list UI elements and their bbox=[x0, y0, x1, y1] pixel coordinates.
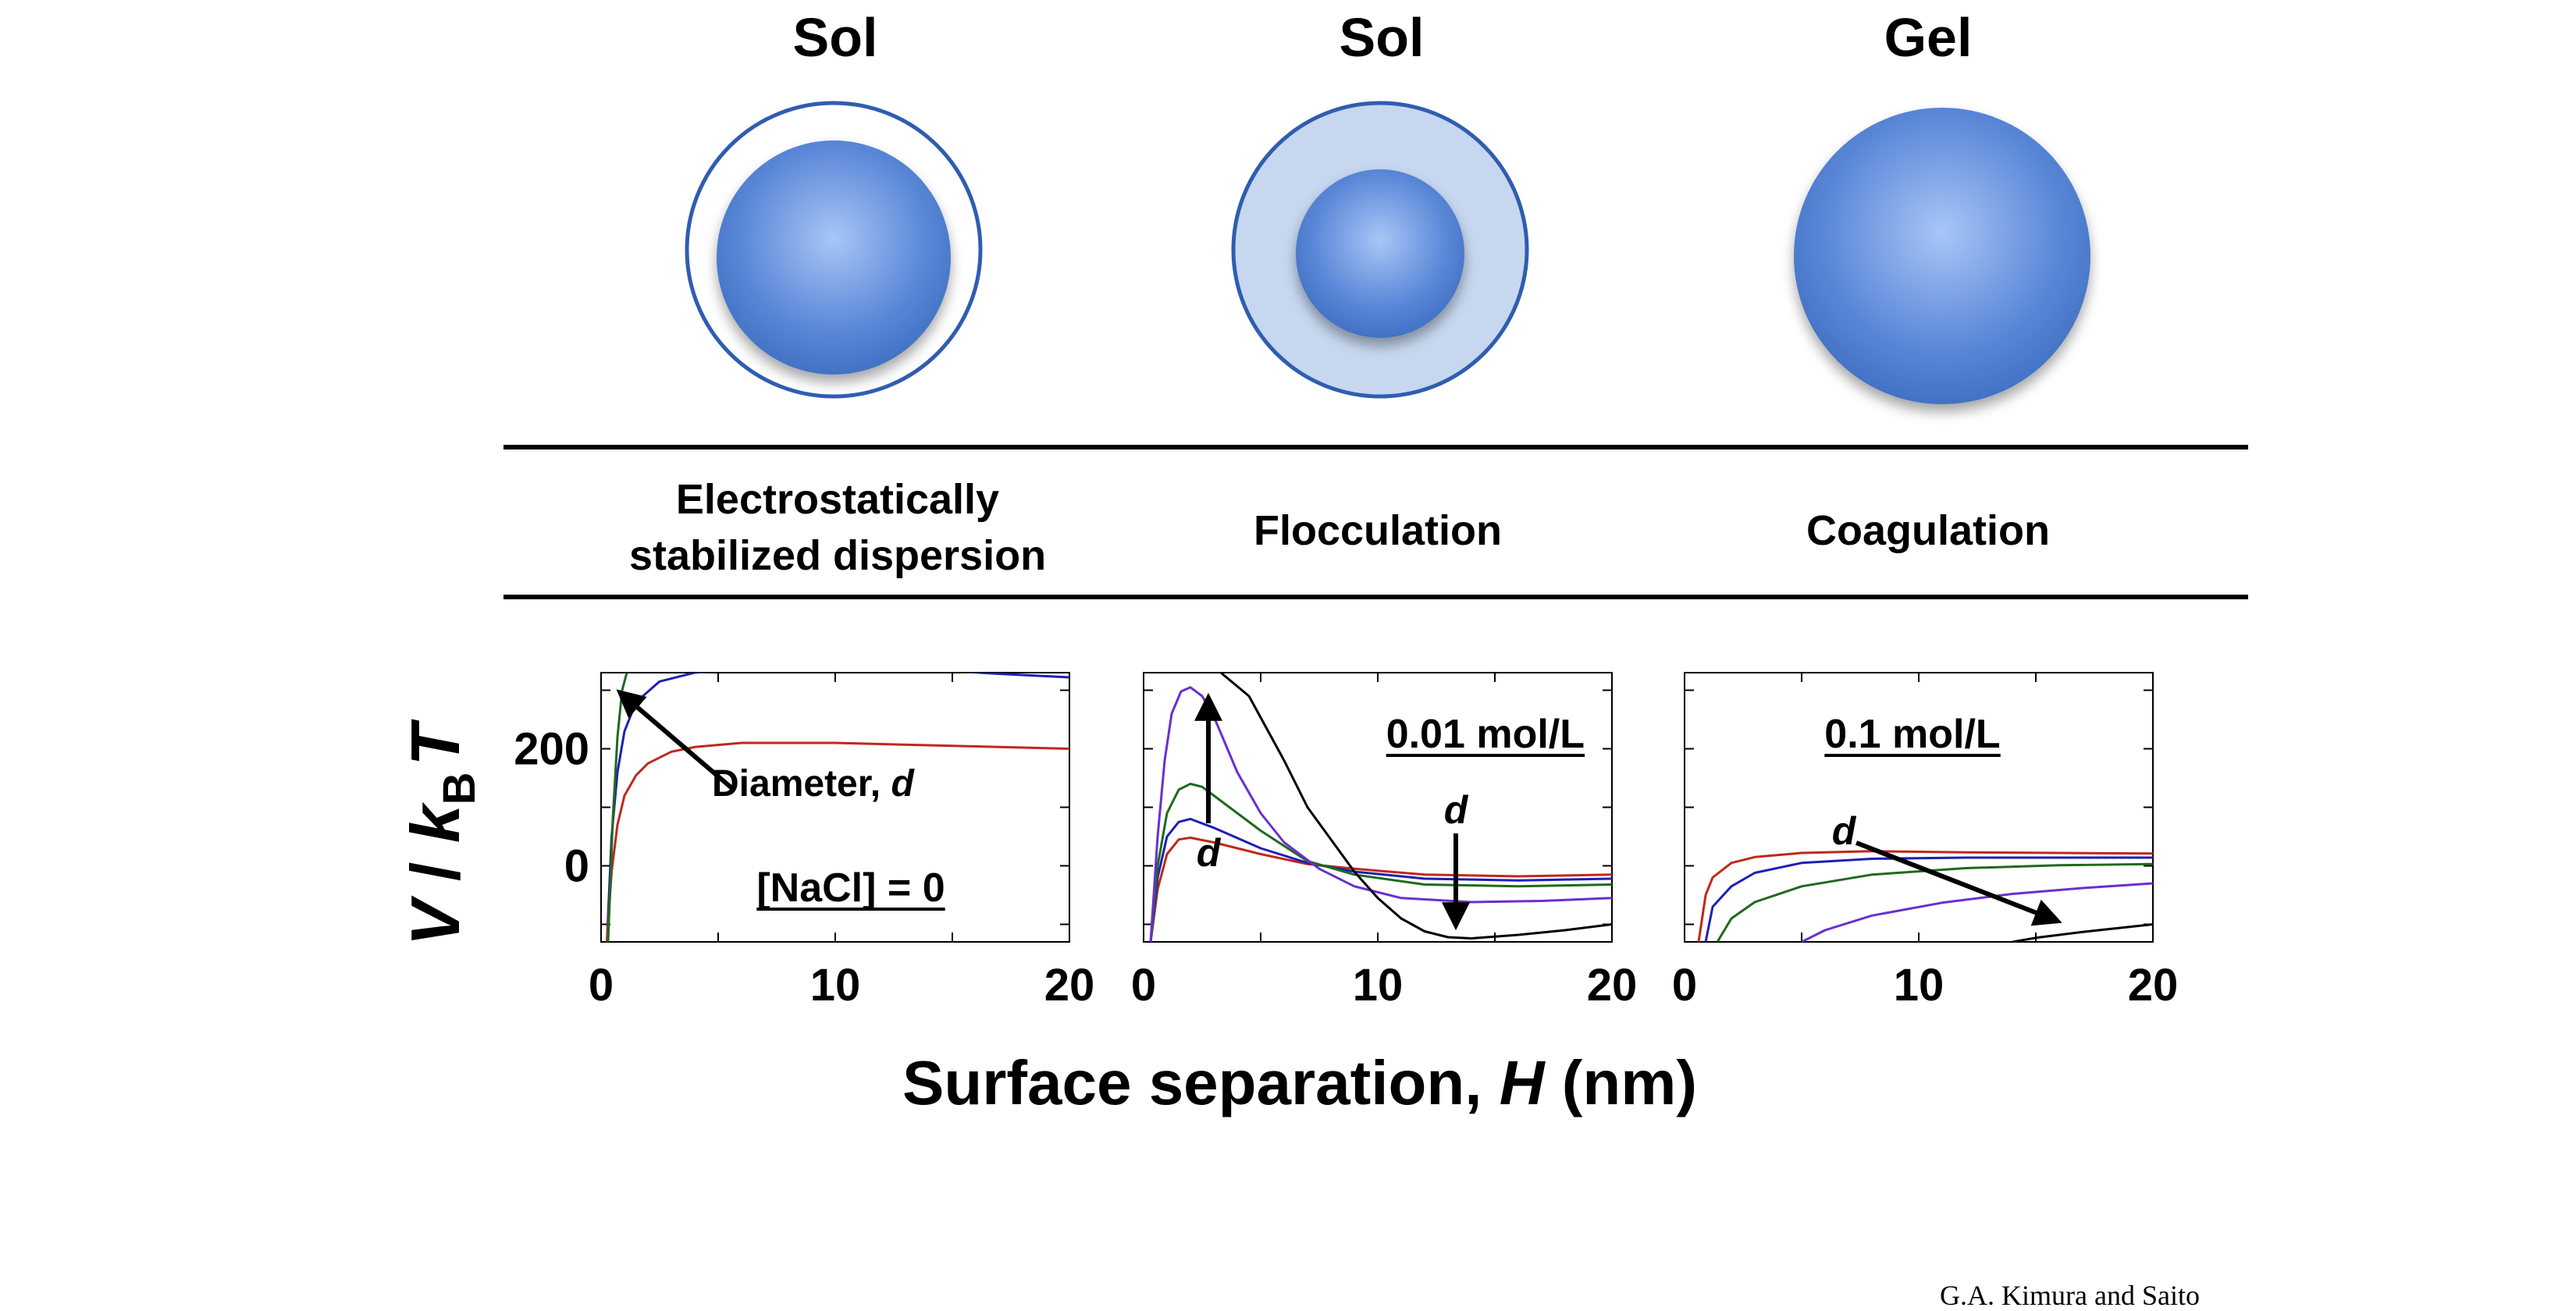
column-1-state: Sol bbox=[793, 7, 878, 68]
series-line-purple bbox=[1801, 882, 2153, 942]
chart-panel-2: 0 10 20 bbox=[1131, 672, 1638, 1011]
column-2-state: Sol bbox=[1340, 7, 1425, 68]
sphere-with-thin-ring-icon bbox=[685, 101, 983, 399]
y-tick-label: 0 bbox=[564, 841, 589, 892]
series-line-black bbox=[1160, 673, 1612, 940]
nacl-annotation: [NaCl] = 0 bbox=[756, 865, 945, 911]
series-line-red bbox=[1149, 837, 1612, 942]
bare-sphere-icon bbox=[1794, 108, 2090, 404]
d-arrow-diagonal bbox=[1855, 840, 2062, 926]
series-group bbox=[1697, 850, 2153, 942]
series-line-blue bbox=[1704, 856, 2153, 942]
x-tick-label: 20 bbox=[1587, 960, 1638, 1011]
series-line-green bbox=[607, 673, 628, 942]
sphere-with-thick-shell-icon bbox=[1231, 101, 1529, 399]
x-tick-label: 20 bbox=[1044, 960, 1095, 1011]
series-line-green bbox=[1149, 783, 1612, 942]
d-label-up: d bbox=[1197, 831, 1222, 875]
x-tick-label: 0 bbox=[1131, 960, 1156, 1011]
column-1-label-line-1: Electrostatically bbox=[676, 476, 999, 523]
series-line-black bbox=[2012, 923, 2153, 942]
series-line-red bbox=[606, 741, 1069, 942]
chart-panel-3: 0 10 20 bbox=[1672, 672, 2179, 1011]
d-label-diagonal: d bbox=[1832, 809, 1857, 853]
series-line-green bbox=[1716, 862, 2153, 942]
column-3-label: Coagulation bbox=[1806, 507, 2050, 554]
series-group bbox=[1149, 673, 1612, 942]
diameter-arrow bbox=[616, 689, 735, 792]
x-tick-label: 0 bbox=[1672, 960, 1697, 1011]
column-3-state: Gel bbox=[1884, 7, 1973, 68]
y-axis-label: V / kBT bbox=[397, 719, 485, 946]
series-line-purple bbox=[1149, 686, 1612, 942]
x-tick-label: 0 bbox=[589, 960, 614, 1011]
x-tick-label: 10 bbox=[1353, 960, 1404, 1011]
column-2-label: Flocculation bbox=[1254, 507, 1502, 554]
x-tick-label: 10 bbox=[810, 960, 861, 1011]
x-tick-label: 20 bbox=[2128, 960, 2179, 1011]
series-line-red bbox=[1697, 850, 2153, 942]
credit-text: G.A. Kimura and Saito bbox=[1940, 1280, 2200, 1311]
series-line-blue bbox=[1149, 818, 1612, 942]
x-axis-label: Surface separation, H (nm) bbox=[902, 1048, 1697, 1117]
concentration-annotation-0.01: 0.01 mol/L bbox=[1386, 712, 1585, 757]
diameter-label: Diameter, d bbox=[712, 763, 915, 805]
concentration-annotation-0.1: 0.1 mol/L bbox=[1824, 712, 2000, 757]
d-label-down: d bbox=[1444, 788, 1469, 832]
series-line-blue bbox=[606, 673, 1069, 942]
column-1-label-line-2: stabilized dispersion bbox=[629, 532, 1046, 579]
y-tick-label: 200 bbox=[514, 724, 589, 775]
x-tick-label: 10 bbox=[1894, 960, 1944, 1011]
series-group bbox=[606, 673, 1069, 942]
